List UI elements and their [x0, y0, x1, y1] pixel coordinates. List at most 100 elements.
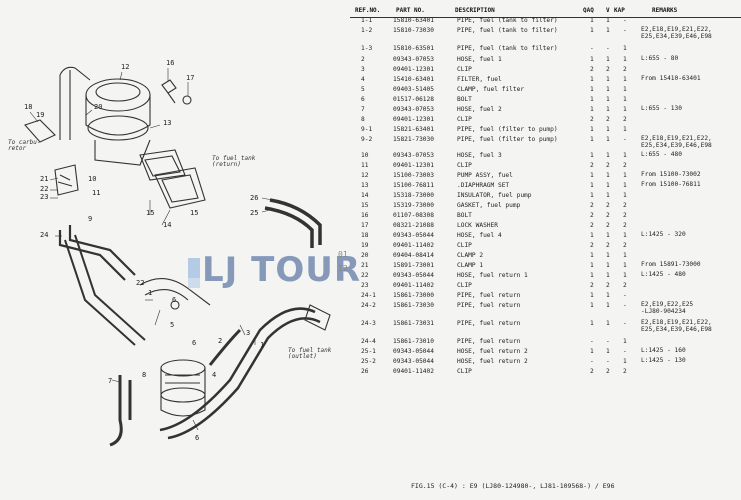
- qty-k-cell: -: [623, 27, 627, 34]
- part-number-cell: 09343-07053: [393, 56, 434, 63]
- part-number-cell: 09403-51405: [393, 86, 434, 93]
- description-cell: CLIP: [457, 116, 472, 123]
- qty-v-cell: 1: [606, 232, 610, 239]
- qty-k-cell: 1: [623, 126, 627, 133]
- note-to-tank-outlet: To fuel tank (outlet): [288, 347, 332, 361]
- description-cell: INSULATOR, fuel pump: [457, 192, 532, 199]
- remarks-cell: L:1425 - 160: [641, 347, 686, 354]
- qty-v-cell: 2: [606, 202, 610, 209]
- qty-k-cell: 1: [623, 172, 627, 179]
- remarks-cell: L:655 - 80: [641, 55, 679, 62]
- qty-v-cell: 2: [606, 66, 610, 73]
- remarks-cell: L:655 - 130: [641, 105, 682, 112]
- logo-text: LJ TOUR: [202, 250, 362, 290]
- qty-a-cell: 1: [590, 76, 594, 83]
- qty-k-cell: 1: [623, 252, 627, 259]
- description-cell: PIPE, fuel return: [457, 302, 521, 309]
- qty-a-cell: 2: [590, 116, 594, 123]
- qty-v-cell: 2: [606, 162, 610, 169]
- qty-k-cell: 2: [623, 212, 627, 219]
- table-header: REF.NO. PART NO. DESCRIPTION QAQ V KAP R…: [350, 7, 741, 18]
- callout-9: 9: [88, 215, 93, 223]
- ref-cell: 24-3: [361, 320, 376, 327]
- qty-k-cell: 2: [623, 242, 627, 249]
- ref-cell: 14: [361, 192, 369, 199]
- qty-k-cell: 2: [623, 162, 627, 169]
- qty-k-cell: 2: [623, 222, 627, 229]
- description-cell: CLIP: [457, 242, 472, 249]
- qty-a-cell: 2: [590, 282, 594, 289]
- qty-v-cell: 1: [606, 302, 610, 309]
- part-number-cell: 15410-63401: [393, 76, 434, 83]
- ref-cell: 9-2: [361, 136, 373, 143]
- qty-v-cell: 1: [606, 272, 610, 279]
- remarks-cell: L:1425 - 480: [641, 271, 686, 278]
- description-cell: CLIP: [457, 282, 472, 289]
- qty-a-cell: 2: [590, 202, 594, 209]
- description-cell: PIPE, fuel (tank to filter): [457, 17, 558, 24]
- qty-a-cell: 1: [590, 96, 594, 103]
- qty-v-cell: -: [606, 45, 610, 52]
- callout-22b: 22: [136, 279, 145, 287]
- remarks-cell: From 15891-73000: [641, 261, 701, 268]
- qty-k-cell: 1: [623, 182, 627, 189]
- remarks-cell: E2,E19,E22,E25 -LJ80-904234: [641, 301, 694, 315]
- qty-v-cell: 1: [606, 17, 610, 24]
- parts-table: REF.NO. PART NO. DESCRIPTION QAQ V KAP R…: [350, 0, 741, 500]
- description-cell: PIPE, fuel (filter to pump): [457, 126, 558, 133]
- qty-v-cell: 1: [606, 76, 610, 83]
- ref-cell: 25-1: [361, 348, 376, 355]
- qty-a-cell: 1: [590, 192, 594, 199]
- ref-cell: 24-2: [361, 302, 376, 309]
- header-ref: REF.NO.: [355, 7, 381, 14]
- ref-cell: 20: [361, 252, 369, 259]
- qty-a-cell: 1: [590, 106, 594, 113]
- part-number-cell: 09401-11402: [393, 368, 434, 375]
- part-number-cell: 01517-06128: [393, 96, 434, 103]
- callout-4: 4: [212, 371, 217, 379]
- callout-21: 21: [40, 175, 49, 183]
- qty-v-cell: 1: [606, 252, 610, 259]
- qty-k-cell: 2: [623, 66, 627, 73]
- callout-3: 3: [246, 329, 251, 337]
- description-cell: PIPE, fuel (tank to filter): [457, 27, 558, 34]
- description-cell: HOSE, fuel return 1: [457, 272, 528, 279]
- qty-k-cell: 2: [623, 116, 627, 123]
- callout-16: 16: [166, 59, 175, 67]
- callout-8: 8: [142, 371, 147, 379]
- ref-cell: 23: [361, 282, 369, 289]
- qty-v-cell: 1: [606, 292, 610, 299]
- description-cell: HOSE, fuel return 2: [457, 348, 528, 355]
- ref-cell: 24-1: [361, 292, 376, 299]
- part-number-cell: 09401-11402: [393, 282, 434, 289]
- part-number-cell: 09343-05044: [393, 232, 434, 239]
- part-number-cell: 15319-73000: [393, 202, 434, 209]
- part-number-cell: 15861-73010: [393, 338, 434, 345]
- qty-k-cell: 2: [623, 202, 627, 209]
- qty-a-cell: 2: [590, 162, 594, 169]
- qty-v-cell: 1: [606, 126, 610, 133]
- qty-a-cell: 1: [590, 136, 594, 143]
- ref-cell: 21: [361, 262, 369, 269]
- callout-13: 13: [163, 119, 172, 127]
- qty-k-cell: 1: [623, 192, 627, 199]
- qty-a-cell: 2: [590, 242, 594, 249]
- qty-a-cell: 1: [590, 86, 594, 93]
- description-cell: CLAMP, fuel filter: [457, 86, 525, 93]
- ref-cell: 2: [361, 56, 365, 63]
- qty-k-cell: 2: [623, 282, 627, 289]
- figure-caption: FIG.15 (C-4) : E9 (LJ80-124980-, LJ81-10…: [411, 482, 615, 490]
- header-desc: DESCRIPTION: [455, 7, 495, 14]
- qty-a-cell: 1: [590, 320, 594, 327]
- qty-a-cell: 1: [590, 126, 594, 133]
- part-number-cell: 09343-07053: [393, 152, 434, 159]
- qty-k-cell: 1: [623, 96, 627, 103]
- qty-a-cell: 2: [590, 212, 594, 219]
- qty-a-cell: 1: [590, 232, 594, 239]
- qty-a-cell: -: [590, 358, 594, 365]
- callout-12: 12: [121, 63, 130, 71]
- qty-v-cell: 1: [606, 86, 610, 93]
- qty-a-cell: 1: [590, 172, 594, 179]
- qty-a-cell: 2: [590, 222, 594, 229]
- part-number-cell: 15821-73030: [393, 136, 434, 143]
